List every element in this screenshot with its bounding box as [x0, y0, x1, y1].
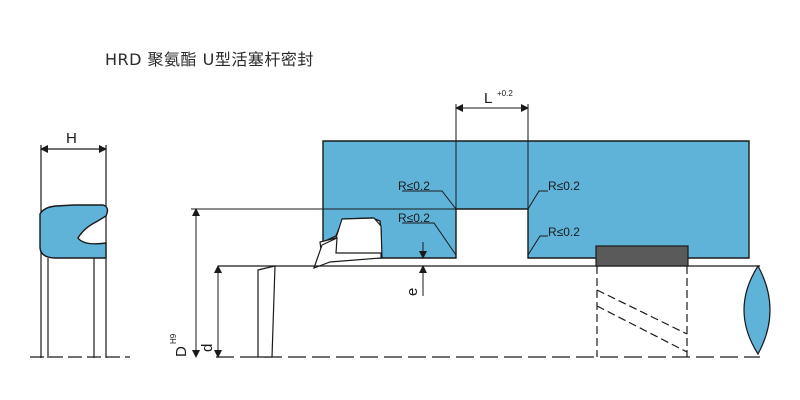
- radius-label-4: R≤0.2: [548, 225, 580, 239]
- dim-H-label: H: [66, 130, 77, 147]
- dim-e-label: e: [404, 288, 421, 296]
- radius-label-3: R≤0.2: [398, 211, 430, 225]
- guide-ring: [595, 245, 689, 267]
- radius-label-1: R≤0.2: [398, 179, 430, 193]
- seal-profile: [39, 204, 109, 259]
- seal-lip-lower: [313, 237, 382, 270]
- dim-D-tolerance: H9: [169, 333, 178, 344]
- seal-cross-section: [30, 145, 130, 358]
- dim-L-label: L: [484, 90, 492, 107]
- guide-ring-projection: [596, 266, 688, 357]
- radius-leaders: [402, 190, 548, 256]
- dim-D-label: D: [173, 346, 190, 357]
- dim-D: [191, 208, 456, 358]
- housing-body: [322, 140, 750, 259]
- radius-label-2: R≤0.2: [548, 179, 580, 193]
- dim-L-tolerance: +0.2: [497, 89, 513, 98]
- dim-d-label: d: [199, 344, 216, 352]
- diagram-title: HRD 聚氨酯 U型活塞杆密封: [105, 50, 314, 69]
- dim-L: [455, 104, 529, 209]
